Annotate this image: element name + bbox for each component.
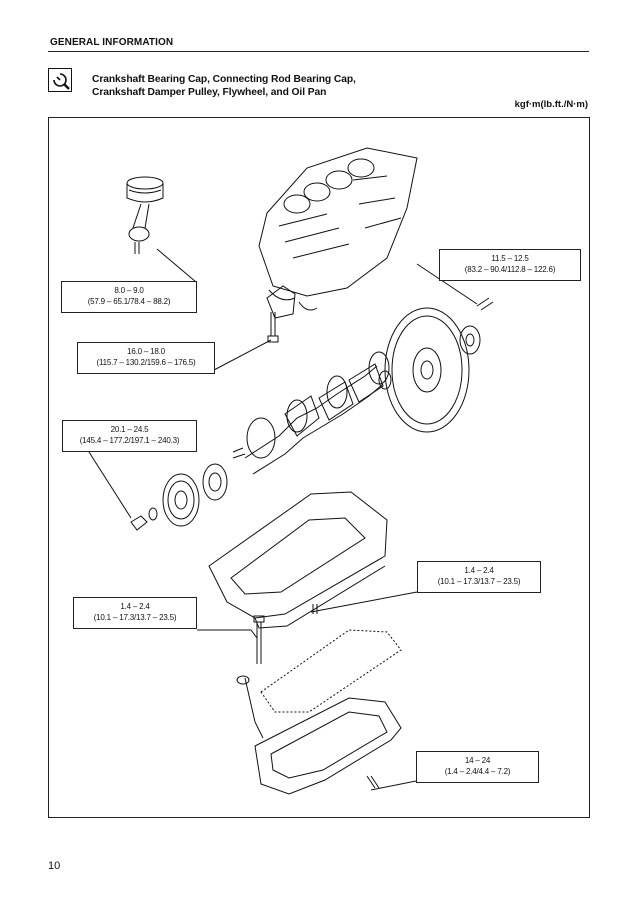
torque-spec-oil-pan-stud: 1.4 – 2.4 (10.1 – 17.3/13.7 – 23.5) — [73, 597, 197, 629]
torque-spec-flywheel: 11.5 – 12.5 (83.2 – 90.4/112.8 – 122.6) — [439, 249, 581, 281]
torque-value: 8.0 – 9.0 — [114, 286, 144, 295]
torque-spec-oil-pan-bolt: 1.4 – 2.4 (10.1 – 17.3/13.7 – 23.5) — [417, 561, 541, 593]
torque-conversion: (10.1 – 17.3/13.7 – 23.5) — [437, 577, 521, 586]
torque-spec-drain-plug: 14 – 24 (1.4 – 2.4/4.4 – 7.2) — [416, 751, 539, 783]
page-number: 10 — [48, 860, 61, 872]
torque-conversion: (83.2 – 90.4/112.8 – 122.6) — [464, 265, 556, 274]
torque-spec-conrod-cap: 8.0 – 9.0 (57.9 – 65.1/78.4 – 88.2) — [61, 281, 197, 313]
section-divider — [48, 51, 589, 52]
torque-conversion: (57.9 – 65.1/78.4 – 88.2) — [87, 297, 171, 306]
torque-conversion: (10.1 – 17.3/13.7 – 23.5) — [93, 613, 177, 622]
exploded-diagram-frame: 8.0 – 9.0 (57.9 – 65.1/78.4 – 88.2) 11.5… — [48, 117, 590, 818]
torque-value: 11.5 – 12.5 — [491, 254, 529, 263]
torque-value: 1.4 – 2.4 — [120, 602, 150, 611]
page-heading: Crankshaft Bearing Cap, Connecting Rod B… — [92, 73, 356, 99]
torque-spec-damper-pulley: 20.1 – 24.5 (145.4 – 177.2/197.1 – 240.3… — [62, 420, 197, 452]
torque-conversion: (145.4 – 177.2/197.1 – 240.3) — [79, 436, 180, 445]
torque-unit: kgf·m(lb.ft./N·m) — [514, 99, 588, 110]
torque-spec-crankshaft-bearing-cap: 16.0 – 18.0 (115.7 – 130.2/159.6 – 176.5… — [77, 342, 215, 374]
torque-value: 20.1 – 24.5 — [110, 425, 149, 434]
heading-line-2: Crankshaft Damper Pulley, Flywheel, and … — [92, 87, 327, 98]
engine-exploded-illustration — [88, 147, 494, 795]
torque-conversion: (115.7 – 130.2/159.6 – 176.5) — [96, 358, 196, 367]
torque-value: 16.0 – 18.0 — [127, 347, 165, 356]
torque-wrench-icon — [48, 68, 72, 92]
torque-value: 14 – 24 — [464, 756, 491, 765]
torque-value: 1.4 – 2.4 — [464, 566, 494, 575]
heading-line-1: Crankshaft Bearing Cap, Connecting Rod B… — [92, 74, 356, 85]
torque-conversion: (1.4 – 2.4/4.4 – 7.2) — [444, 767, 511, 776]
section-title: GENERAL INFORMATION — [50, 37, 174, 48]
